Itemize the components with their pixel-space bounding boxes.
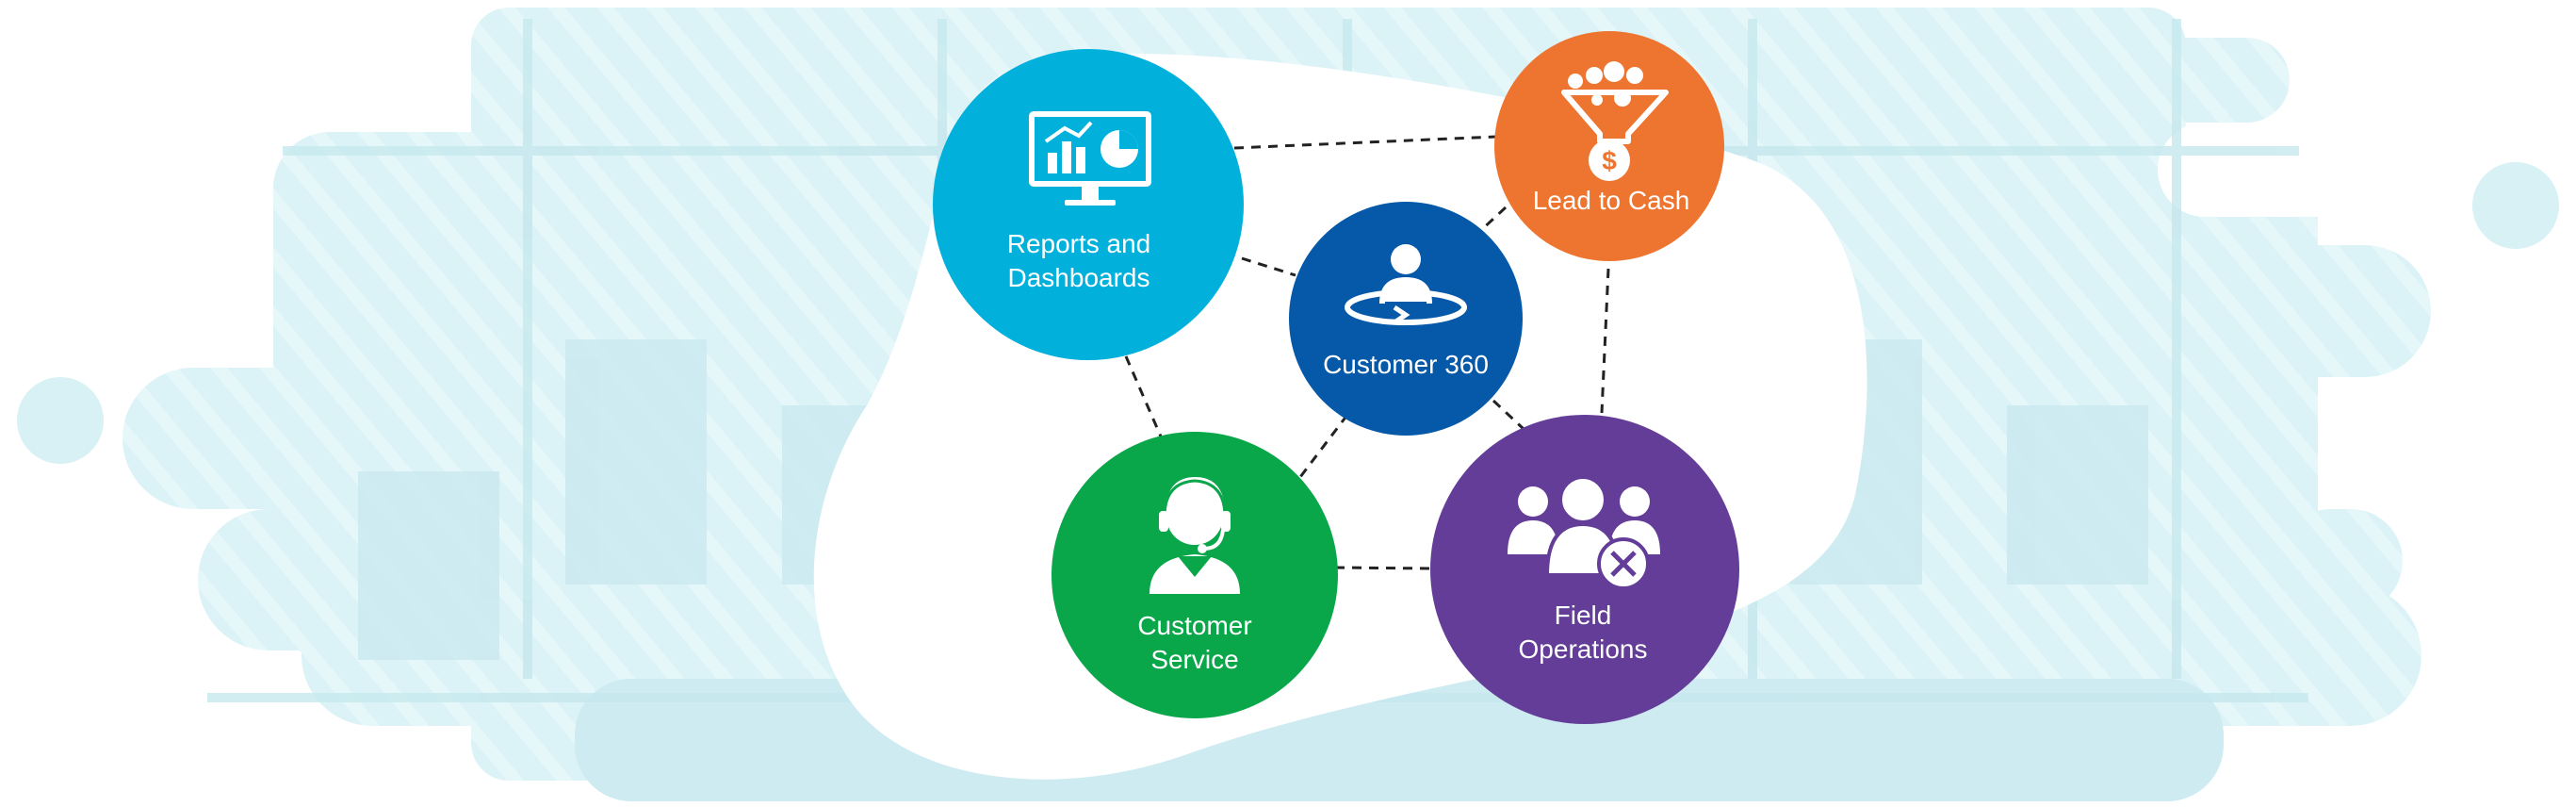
support-agent-icon xyxy=(1149,477,1240,594)
node-reports-label-line2: Dashboards xyxy=(1008,263,1150,292)
customer-360-icon xyxy=(1345,244,1467,325)
node-lead-to-cash: $ Lead to Cash xyxy=(1494,31,1724,261)
node-service-label-line2: Service xyxy=(1150,645,1238,674)
node-customer-service: Customer Service xyxy=(1052,432,1338,718)
sales-funnel-icon: $ xyxy=(1561,61,1669,181)
node-field-label-line1: Field xyxy=(1555,601,1612,630)
connector-reports-c360 xyxy=(1241,256,1296,277)
connector-reports-service xyxy=(1124,355,1163,437)
node-service-label-line1: Customer xyxy=(1137,611,1251,640)
node-lead-label: Lead to Cash xyxy=(1533,186,1690,215)
node-reports-dashboards: Reports and Dashboards xyxy=(933,49,1244,360)
connector-lead-c360 xyxy=(1477,206,1508,234)
node-field-operations: Field Operations xyxy=(1430,415,1739,724)
connector-c360-service xyxy=(1298,414,1349,478)
node-field-label-line2: Operations xyxy=(1519,634,1648,664)
node-reports-label-line1: Reports and xyxy=(1007,229,1151,258)
node-c360-circle xyxy=(1289,202,1523,436)
node-customer-360: Customer 360 xyxy=(1289,202,1523,436)
dashboard-monitor-icon xyxy=(1029,111,1151,206)
connector-c360-field xyxy=(1492,399,1525,431)
node-c360-label: Customer 360 xyxy=(1323,350,1489,379)
team-tools-icon xyxy=(1508,475,1660,590)
connectors xyxy=(1124,135,1610,570)
connector-lead-field xyxy=(1600,268,1610,414)
svg-text:$: $ xyxy=(1602,146,1617,175)
